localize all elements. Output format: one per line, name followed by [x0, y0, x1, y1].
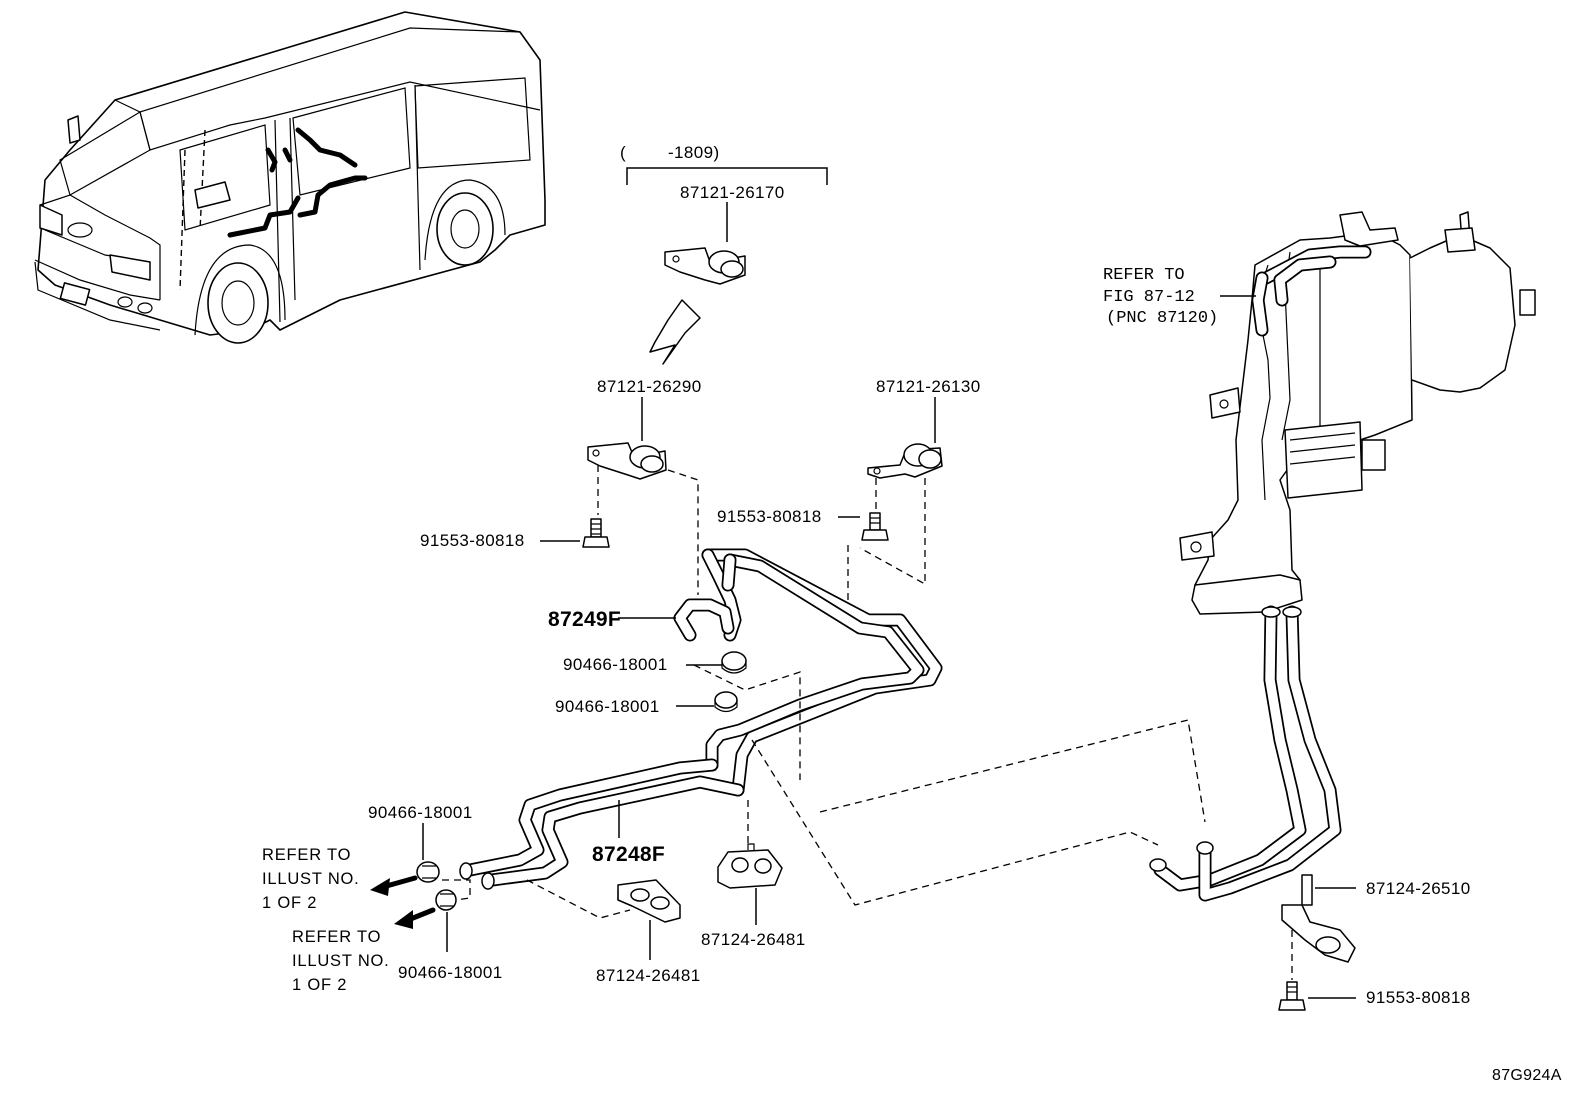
refer-illust-1-line2: ILLUST NO. — [262, 870, 360, 888]
refer-illust-arrow-1 — [370, 875, 418, 896]
refer-fig-line1: REFER TO — [1103, 266, 1185, 285]
hose-clamp-left-bottom — [435, 889, 457, 911]
bracket-range: -1809) — [668, 143, 720, 162]
bolt-91553-80818-middle — [861, 512, 889, 541]
label-91553-80818-right: 91553-80818 — [1366, 988, 1471, 1007]
heater-unit — [1179, 211, 1536, 615]
diagram-id: 87G924A — [1492, 1067, 1562, 1084]
clamp-87124-26481-right — [717, 843, 783, 889]
hose-clamp-left-top — [416, 861, 440, 883]
label-87124-26481-left: 87124-26481 — [596, 966, 701, 985]
heater-pipes — [1149, 605, 1342, 902]
label-87121-26290: 87121-26290 — [597, 377, 702, 396]
label-87121-26170: 87121-26170 — [680, 183, 785, 202]
refer-fig-line2: FIG 87-12 — [1103, 288, 1195, 307]
refer-illust-2-line2: ILLUST NO. — [292, 952, 390, 970]
clamp-87121-26170 — [664, 247, 746, 285]
van-illustration — [34, 11, 546, 344]
refer-illust-2-line1: REFER TO — [292, 928, 381, 946]
bolt-91553-80818-right — [1278, 981, 1306, 1011]
pipe-87248F — [459, 758, 745, 890]
pipe-87249F — [673, 548, 943, 797]
label-91553-80818-middle: 91553-80818 — [717, 507, 822, 526]
clamp-87121-26130 — [867, 443, 943, 479]
hose-clamp-lower — [714, 691, 738, 713]
bracket-open: ( — [620, 143, 626, 162]
label-87124-26510: 87124-26510 — [1366, 879, 1471, 898]
date-range-bracket: ( -1809) — [620, 143, 828, 185]
label-87248F: 87248F — [592, 843, 665, 866]
hose-clamp-upper — [721, 651, 747, 674]
label-91553-80818-left: 91553-80818 — [420, 531, 525, 550]
bolt-91553-80818-left — [582, 518, 610, 548]
clamp-87121-26290 — [587, 442, 667, 480]
refer-illust-arrow-2 — [394, 907, 436, 929]
arrow-icon — [649, 299, 701, 365]
refer-illust-1-line3: 1 OF 2 — [262, 894, 317, 912]
label-87124-26481-right: 87124-26481 — [701, 930, 806, 949]
label-90466-18001-left-top: 90466-18001 — [368, 803, 473, 822]
label-87121-26130: 87121-26130 — [876, 377, 981, 396]
label-90466-18001-left-bottom: 90466-18001 — [398, 963, 503, 982]
clamp-87124-26510 — [1281, 874, 1356, 963]
refer-illust-1-line1: REFER TO — [262, 846, 351, 864]
label-87249F: 87249F — [548, 608, 621, 631]
refer-illust-2-line3: 1 OF 2 — [292, 976, 347, 994]
label-90466-18001-lower: 90466-18001 — [555, 697, 660, 716]
refer-fig-line3: (PNC 87120) — [1106, 309, 1218, 328]
label-90466-18001-upper: 90466-18001 — [563, 655, 668, 674]
clamp-87124-26481-left — [617, 879, 681, 923]
